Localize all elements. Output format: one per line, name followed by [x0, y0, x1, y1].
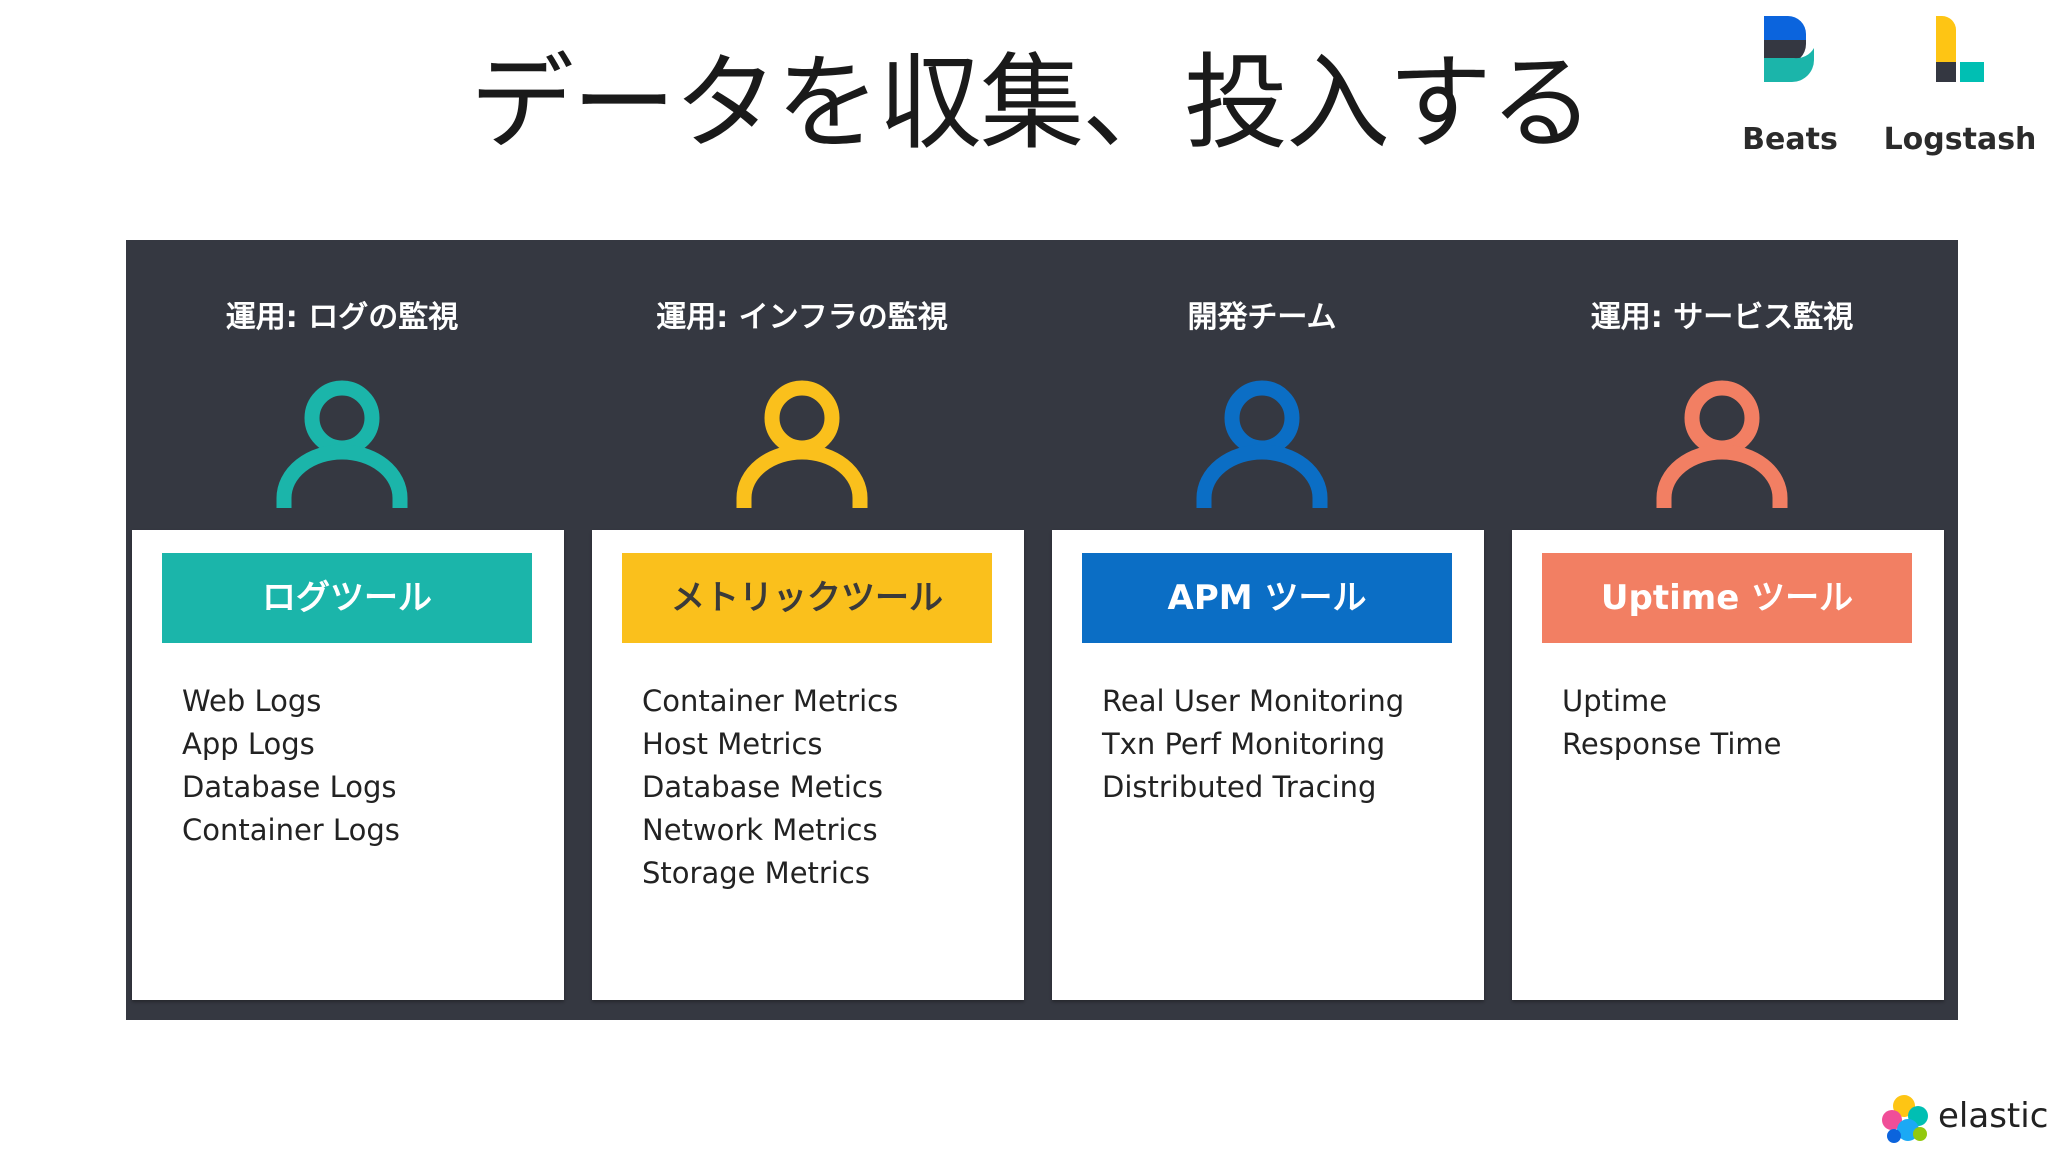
elastic-wordmark: elastic: [1938, 1096, 2048, 1136]
tool-card: Uptime ツール Uptime Response Time: [1512, 530, 1944, 1000]
column-heading: 運用: ログの監視: [225, 300, 459, 335]
elastic-logo-icon: [1882, 1095, 1928, 1143]
logstash-logo-icon: [1936, 16, 1984, 82]
list-item: Uptime: [1562, 684, 1668, 718]
item-list: Container Metrics Host Metrics Database …: [642, 680, 898, 895]
column-heading: 運用: サービス監視: [1590, 300, 1854, 335]
slide-title: データを収集、投入する: [470, 42, 1594, 164]
list-item: Response Time: [1562, 727, 1782, 761]
list-item: Container Metrics: [642, 684, 899, 718]
tool-banner: APM ツール: [1082, 553, 1452, 643]
user-icon: [1196, 380, 1328, 508]
item-list: Uptime Response Time: [1562, 680, 1781, 766]
column-apm: 開発チーム APM ツール Real User Monitoring Txn P…: [1046, 240, 1484, 1020]
product-label: Beats: [1742, 122, 1838, 157]
tool-card: APM ツール Real User Monitoring Txn Perf Mo…: [1052, 530, 1484, 1000]
list-item: Database Logs: [182, 770, 397, 804]
product-label: Logstash: [1883, 122, 2037, 157]
list-item: Host Metrics: [642, 727, 823, 761]
tool-card: メトリックツール Container Metrics Host Metrics …: [592, 530, 1024, 1000]
list-item: Web Logs: [182, 684, 322, 718]
list-item: Network Metrics: [642, 813, 878, 847]
tool-banner: メトリックツール: [622, 553, 992, 643]
item-list: Real User Monitoring Txn Perf Monitoring…: [1102, 680, 1404, 809]
column-metrics: 運用: インフラの監視 メトリックツール Container Metrics H…: [586, 240, 1024, 1020]
elastic-logo: elastic: [1880, 1092, 2048, 1148]
user-icon: [1656, 380, 1788, 508]
column-heading: 運用: インフラの監視: [656, 300, 948, 335]
column-heading: 開発チーム: [1187, 300, 1337, 335]
list-item: Real User Monitoring: [1102, 684, 1405, 718]
beats-logo-icon: [1764, 16, 1814, 82]
column-logs: 運用: ログの監視 ログツール Web Logs App Logs Databa…: [126, 240, 564, 1020]
list-item: Txn Perf Monitoring: [1102, 727, 1386, 761]
list-item: Storage Metrics: [642, 856, 870, 890]
list-item: Distributed Tracing: [1102, 770, 1377, 804]
user-icon: [736, 380, 868, 508]
list-item: Container Logs: [182, 813, 400, 847]
use-case-panel: 運用: ログの監視 ログツール Web Logs App Logs Databa…: [126, 240, 1958, 1020]
list-item: App Logs: [182, 727, 315, 761]
product-logstash: Logstash: [1865, 14, 2048, 157]
item-list: Web Logs App Logs Database Logs Containe…: [182, 680, 400, 852]
tool-banner: ログツール: [162, 553, 532, 643]
user-icon: [276, 380, 408, 508]
tool-card: ログツール Web Logs App Logs Database Logs Co…: [132, 530, 564, 1000]
list-item: Database Metics: [642, 770, 883, 804]
product-beats: Beats: [1695, 14, 1885, 157]
tool-banner: Uptime ツール: [1542, 553, 1912, 643]
column-uptime: 運用: サービス監視 Uptime ツール Uptime Response Ti…: [1506, 240, 1944, 1020]
